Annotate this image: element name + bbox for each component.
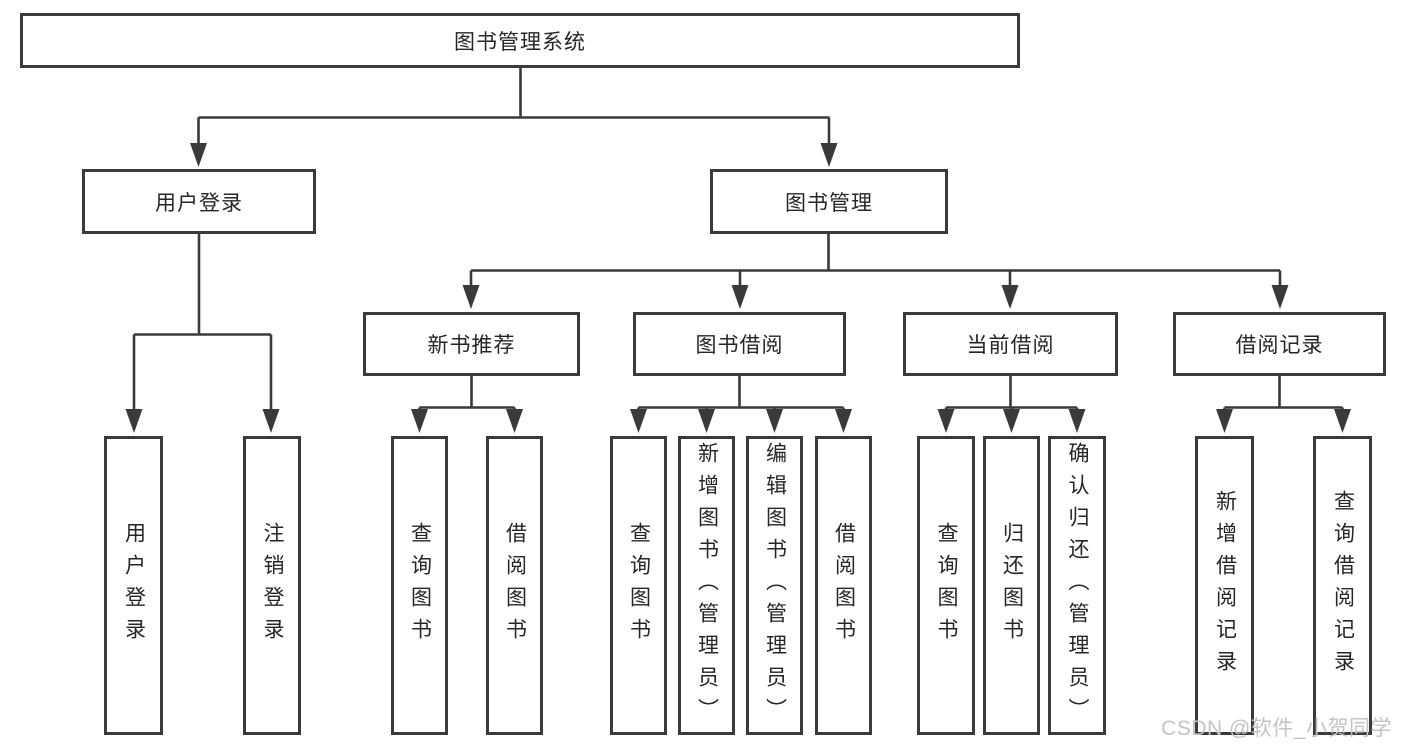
leaf-query-book-3: 查询图书 <box>917 436 975 735</box>
connector-root <box>190 68 838 167</box>
leaf-query-book-2: 查询图书 <box>610 436 667 735</box>
connector-current-borrow <box>937 376 1086 433</box>
connector-borrow-records <box>1216 376 1351 433</box>
leaf-logout: 注销登录 <box>243 436 301 735</box>
leaf-query-borrow-record: 查询借阅记录 <box>1313 436 1372 735</box>
leaf-query-book-1: 查询图书 <box>391 436 448 735</box>
node-user-login: 用户登录 <box>82 169 316 234</box>
node-current-borrow: 当前借阅 <box>903 312 1118 376</box>
leaf-confirm-return-admin: 确认归还（管理员） <box>1048 436 1106 735</box>
leaf-borrow-book-1: 借阅图书 <box>486 436 543 735</box>
leaf-add-book-admin: 新增图书（管理员） <box>678 436 735 735</box>
node-book-borrow: 图书借阅 <box>633 312 846 376</box>
node-root: 图书管理系统 <box>20 13 1020 68</box>
connector-new-book <box>411 376 523 433</box>
leaf-return-book: 归还图书 <box>983 436 1040 735</box>
leaf-borrow-book-2: 借阅图书 <box>815 436 872 735</box>
leaf-edit-book-admin: 编辑图书（管理员） <box>746 436 803 735</box>
connector-user-login <box>125 234 280 433</box>
node-new-book-recommend: 新书推荐 <box>363 312 580 376</box>
leaf-user-login: 用户登录 <box>104 436 163 735</box>
leaf-add-borrow-record: 新增借阅记录 <box>1195 436 1254 735</box>
connector-book-borrow <box>630 376 852 433</box>
node-book-management: 图书管理 <box>710 169 948 234</box>
csdn-watermark: CSDN @软件_小贺同学 <box>1161 717 1392 740</box>
connector-book-management <box>462 234 1289 309</box>
node-borrow-records: 借阅记录 <box>1173 312 1386 376</box>
